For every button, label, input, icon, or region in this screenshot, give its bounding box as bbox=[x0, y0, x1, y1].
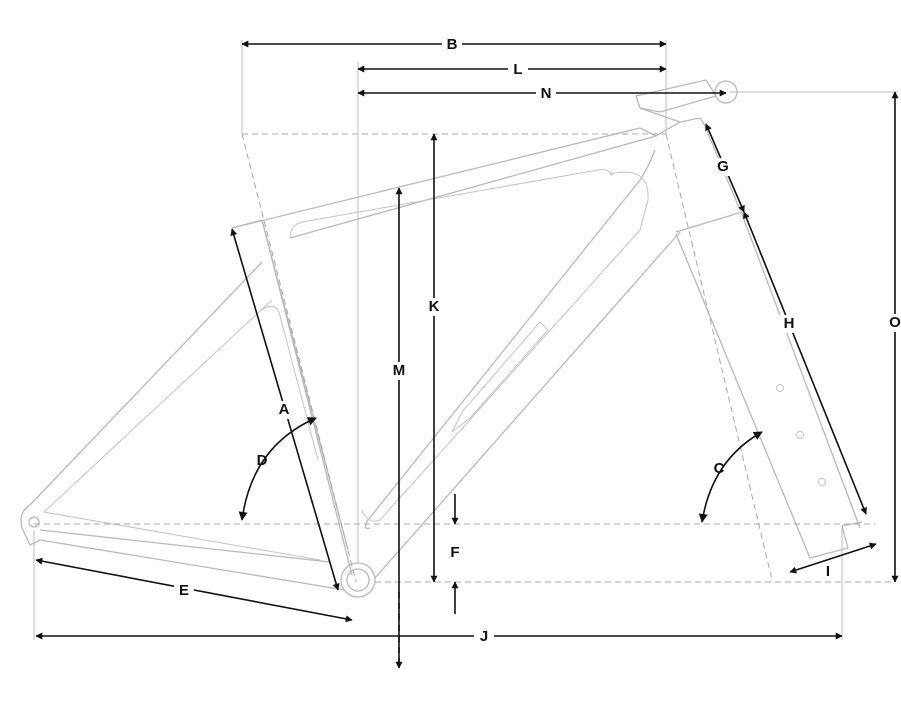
label-e: E bbox=[179, 582, 189, 599]
seat-stay bbox=[29, 261, 263, 506]
fork-dropout bbox=[841, 521, 863, 549]
fork-mount-3 bbox=[818, 478, 826, 486]
top-tube-inner bbox=[289, 169, 613, 239]
label-b: B bbox=[447, 36, 458, 53]
label-i: I bbox=[826, 563, 830, 580]
bottom-bracket-outer bbox=[340, 562, 376, 598]
top-tube bbox=[231, 127, 657, 239]
dim-i-line bbox=[789, 542, 877, 574]
label-a: A bbox=[279, 401, 290, 418]
rear-axle bbox=[28, 516, 40, 528]
label-o: O bbox=[889, 314, 901, 331]
down-tube-port bbox=[451, 321, 549, 433]
dim-c-arc bbox=[698, 431, 763, 523]
bike-frame-outline bbox=[20, 79, 863, 598]
label-d: D bbox=[257, 452, 268, 469]
fork-mount-2 bbox=[796, 431, 804, 439]
label-c: C bbox=[714, 460, 725, 477]
dimension-labels: B L N K M O A D E J F G H C I bbox=[174, 36, 901, 646]
down-tube-inner bbox=[361, 171, 649, 522]
dimension-lines bbox=[35, 40, 899, 669]
dim-d-arc bbox=[238, 417, 317, 521]
fork-mount-1 bbox=[776, 384, 784, 392]
label-h: H bbox=[784, 315, 795, 332]
label-f: F bbox=[450, 544, 459, 561]
seat-tube-rear bbox=[261, 219, 349, 551]
down-tube-lower bbox=[374, 231, 681, 579]
rear-dropout bbox=[20, 504, 41, 546]
down-tube bbox=[364, 149, 656, 529]
reference-lines bbox=[33, 40, 898, 640]
label-j: J bbox=[480, 628, 488, 645]
steerer bbox=[639, 107, 681, 123]
label-k: K bbox=[429, 298, 440, 315]
fork-leg-front bbox=[741, 213, 861, 529]
label-l: L bbox=[513, 61, 522, 78]
label-n: N bbox=[541, 85, 552, 102]
chain-stay-top bbox=[39, 529, 331, 563]
dim-h-line bbox=[743, 211, 867, 515]
label-m: M bbox=[393, 362, 406, 379]
steering-axis-extension bbox=[665, 133, 773, 581]
bottom-bracket-inner bbox=[346, 568, 370, 592]
seat-tube bbox=[231, 219, 353, 576]
label-g: G bbox=[717, 158, 729, 175]
stem bbox=[635, 79, 717, 113]
seat-stay-inner bbox=[42, 299, 321, 561]
